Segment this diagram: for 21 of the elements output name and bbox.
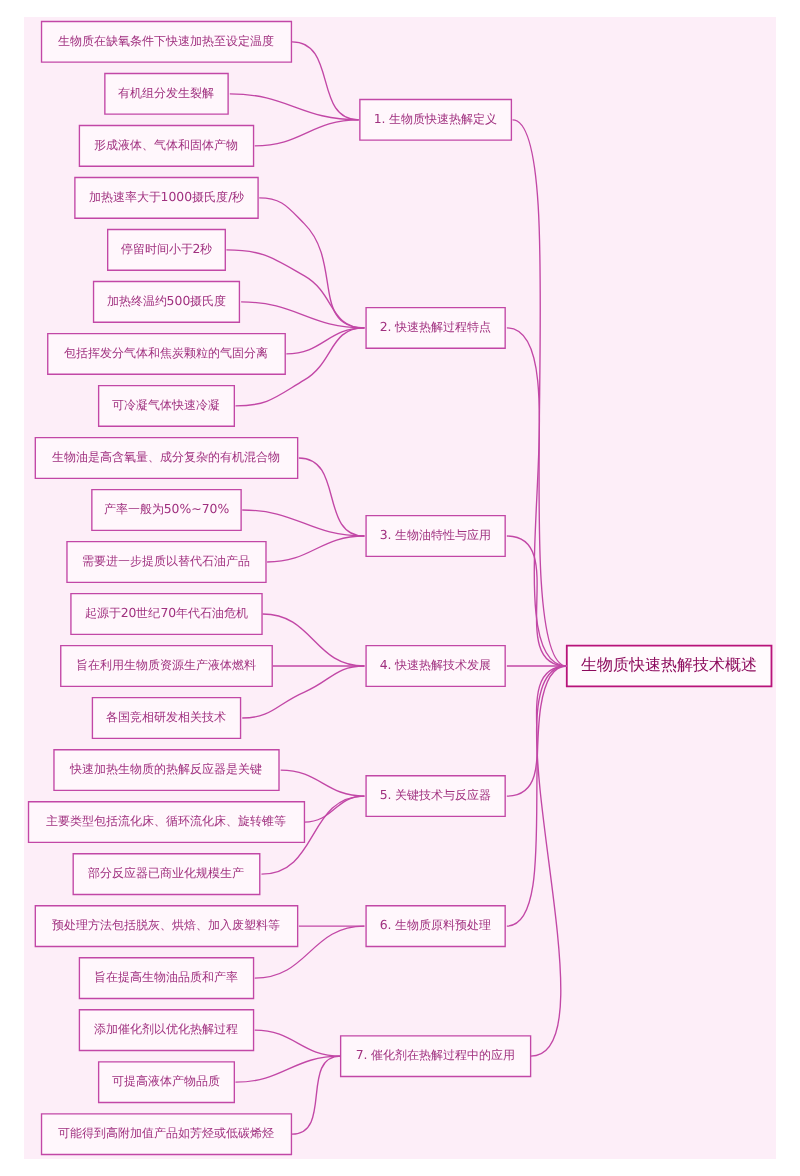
connector: [506, 535, 568, 667]
connector: [506, 665, 568, 797]
connector: [254, 119, 360, 147]
connector: [254, 1029, 342, 1057]
connector: [511, 119, 568, 667]
connector: [506, 665, 568, 927]
connector: [298, 925, 366, 927]
connector: [254, 925, 366, 979]
connector: [234, 327, 366, 407]
connector: [506, 665, 568, 667]
connector: [241, 665, 366, 719]
connector: [260, 795, 366, 875]
connector: [303, 795, 366, 823]
connector: [291, 1055, 342, 1135]
connector: [280, 769, 366, 797]
connector: [506, 327, 568, 667]
connector: [529, 665, 568, 1057]
connector: [266, 535, 366, 563]
connector: [261, 613, 366, 667]
connector: [285, 327, 366, 355]
connector: [272, 665, 366, 667]
